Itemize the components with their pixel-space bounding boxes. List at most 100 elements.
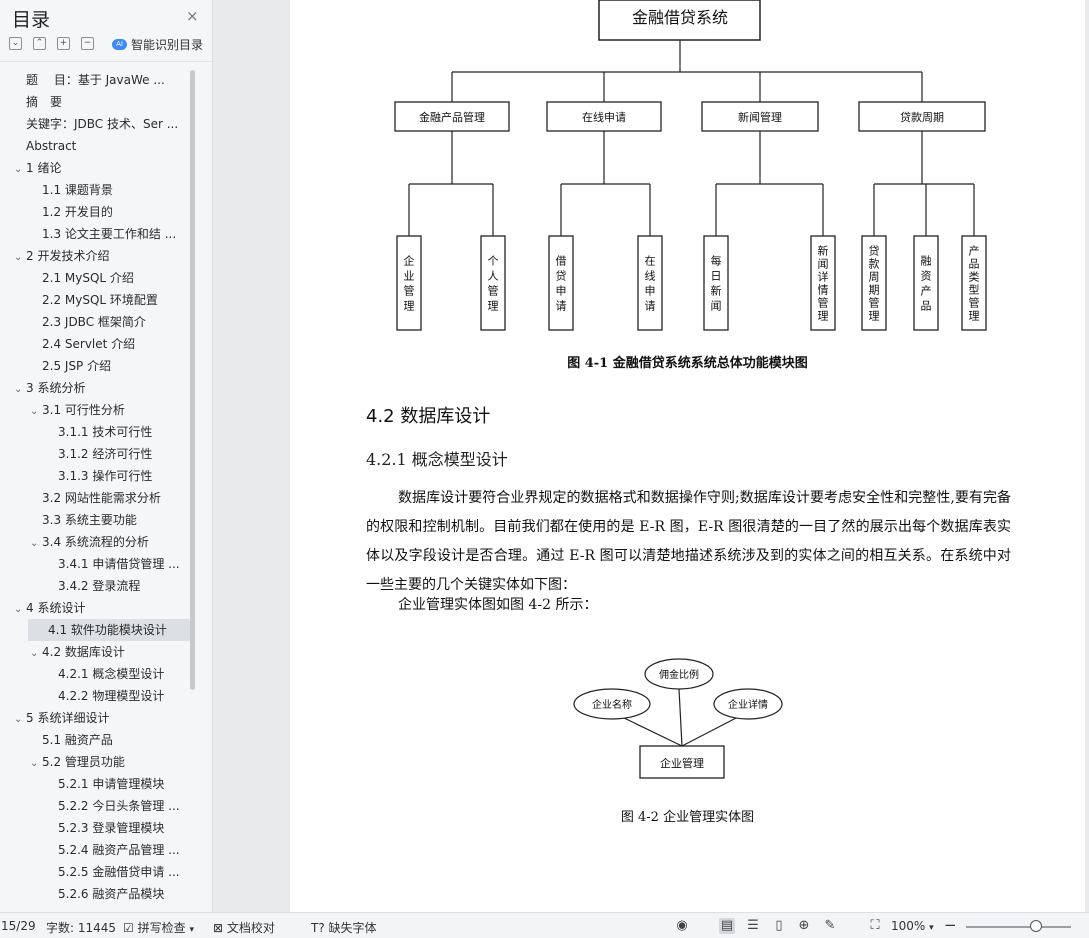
- zoom-slider[interactable]: [966, 926, 1071, 928]
- toc-item[interactable]: ⌄5.2 管理员功能: [0, 751, 190, 773]
- word-count[interactable]: 字数: 11445: [46, 921, 117, 935]
- toc-item-label: 3.4 系统流程的分析: [42, 535, 149, 549]
- toc-item-label: 3.1.1 技术可行性: [58, 425, 153, 439]
- spellcheck-button[interactable]: ☑ 拼写检查 ▾: [123, 919, 194, 936]
- toc-item[interactable]: 5.2.2 今日头条管理 ...: [0, 795, 190, 817]
- pen-icon[interactable]: ✎: [824, 918, 836, 933]
- spellcheck-label: 拼写检查: [137, 921, 186, 935]
- chevron-down-icon[interactable]: ⌄: [30, 758, 39, 769]
- toc-item[interactable]: 3.1.1 技术可行性: [0, 421, 190, 443]
- toc-item[interactable]: ⌄4 系统设计: [0, 597, 190, 619]
- zoom-out-button[interactable]: −: [944, 916, 957, 934]
- document-page[interactable]: 金融借贷系统金融产品管理企业管理个人管理在线申请借贷申请在线申请新闻管理每日新闻…: [290, 0, 1085, 912]
- toc-item[interactable]: 5.1 融资产品: [0, 729, 190, 751]
- collapse-all-icon[interactable]: ⌄: [9, 37, 22, 50]
- toc-item[interactable]: 摘 要: [0, 91, 190, 113]
- toc-item[interactable]: ⌄2 开发技术介绍: [0, 245, 190, 267]
- chevron-down-icon[interactable]: ⌄: [30, 538, 39, 549]
- proofread-button[interactable]: ⊠ 文档校对: [213, 919, 275, 936]
- leaf-node: [703, 235, 729, 331]
- toc-item[interactable]: 2.3 JDBC 框架简介: [0, 311, 190, 333]
- module-node-label: 新闻管理: [738, 110, 782, 124]
- toc-item[interactable]: 题 目：基于 JavaWe ...: [0, 69, 190, 91]
- toc-item[interactable]: 1.2 开发目的: [0, 201, 190, 223]
- toc-item[interactable]: 5.2.1 申请管理模块: [0, 773, 190, 795]
- attribute-label: 佣金比例: [659, 668, 699, 681]
- toc-item[interactable]: 3.3 系统主要功能: [0, 509, 190, 531]
- toc-item[interactable]: 1.3 论文主要工作和结 ...: [0, 223, 190, 245]
- toc-item[interactable]: 4.2.1 概念模型设计: [0, 663, 190, 685]
- chevron-down-icon: ▾: [929, 923, 934, 933]
- toc-item[interactable]: 4.1 软件功能模块设计: [28, 619, 190, 641]
- toc-item[interactable]: ⌄1 绪论: [0, 157, 190, 179]
- leaf-node-label: 新闻详情管理: [818, 244, 829, 323]
- toc-item[interactable]: 5.2.3 登录管理模块: [0, 817, 190, 839]
- toc-item[interactable]: 2.5 JSP 介绍: [0, 355, 190, 377]
- toc-item[interactable]: ⌄3 系统分析: [0, 377, 190, 399]
- toc-item[interactable]: 5.2.5 金融借贷申请 ...: [0, 861, 190, 883]
- toc-item[interactable]: ⌄5 系统详细设计: [0, 707, 190, 729]
- add-heading-icon[interactable]: +: [57, 37, 70, 50]
- toc-item[interactable]: 3.1.3 操作可行性: [0, 465, 190, 487]
- toc-item-label: 2.2 MySQL 环境配置: [42, 293, 158, 307]
- toc-sidebar: 目录 × ⌄ ⌃ + − AI 智能识别目录 题 目：基于 JavaWe ...…: [0, 0, 213, 912]
- toc-scrollbar[interactable]: [190, 70, 195, 690]
- chevron-down-icon[interactable]: ⌄: [14, 384, 23, 395]
- toc-item[interactable]: Abstract: [0, 135, 190, 157]
- toc-item[interactable]: 3.2 网站性能需求分析: [0, 487, 190, 509]
- toc-item-label: 4.2.1 概念模型设计: [58, 667, 165, 681]
- module-node-label: 贷款周期: [900, 110, 944, 124]
- chevron-down-icon[interactable]: ⌄: [14, 164, 23, 175]
- toc-item-label: 2 开发技术介绍: [26, 249, 110, 263]
- toc-item[interactable]: ⌄3.1 可行性分析: [0, 399, 190, 421]
- toc-item[interactable]: 关键字：JDBC 技术、Ser ...: [0, 113, 190, 135]
- missing-font-button[interactable]: T? 缺失字体: [311, 919, 377, 936]
- page-view-icon[interactable]: ▤: [719, 918, 735, 934]
- zoom-slider-handle[interactable]: [1030, 920, 1042, 932]
- leaf-node-label: 借贷申请: [556, 255, 567, 313]
- toc-item-label: 5.2 管理员功能: [42, 755, 125, 769]
- fit-page-icon[interactable]: ⛶: [870, 918, 880, 933]
- chevron-down-icon[interactable]: ⌄: [14, 714, 23, 725]
- toc-item[interactable]: 3.1.2 经济可行性: [0, 443, 190, 465]
- toc-item[interactable]: 5.2.4 融资产品管理 ...: [0, 839, 190, 861]
- close-icon[interactable]: ×: [186, 7, 199, 25]
- toc-item[interactable]: ⌄4.2 数据库设计: [0, 641, 190, 663]
- toc-item[interactable]: 2.2 MySQL 环境配置: [0, 289, 190, 311]
- remove-heading-icon[interactable]: −: [81, 37, 94, 50]
- toc-list: 题 目：基于 JavaWe ...摘 要关键字：JDBC 技术、Ser ...A…: [0, 69, 190, 912]
- chevron-down-icon[interactable]: ⌄: [14, 604, 23, 615]
- module-node: [546, 101, 662, 132]
- toc-item[interactable]: ⌄3.4 系统流程的分析: [0, 531, 190, 553]
- toc-item-label: 3.1 可行性分析: [42, 403, 125, 417]
- toc-item[interactable]: 3.4.2 登录流程: [0, 575, 190, 597]
- toc-item[interactable]: 4.2.2 物理模型设计: [0, 685, 190, 707]
- chevron-down-icon[interactable]: ⌄: [30, 406, 39, 417]
- toc-item[interactable]: 1.1 课题背景: [0, 179, 190, 201]
- toc-item[interactable]: 2.1 MySQL 介绍: [0, 267, 190, 289]
- page-indicator[interactable]: 15/29: [1, 919, 36, 933]
- chevron-down-icon[interactable]: ⌄: [14, 252, 23, 263]
- figure-canvas: 金融借贷系统金融产品管理企业管理个人管理在线申请借贷申请在线申请新闻管理每日新闻…: [394, 0, 987, 779]
- chevron-down-icon[interactable]: ⌄: [30, 648, 39, 659]
- smart-toc-button[interactable]: AI 智能识别目录: [112, 36, 203, 53]
- toc-item[interactable]: 2.4 Servlet 介绍: [0, 333, 190, 355]
- outline-view-icon[interactable]: ☰: [747, 918, 759, 933]
- toc-item[interactable]: 5.2.6 融资产品模块: [0, 883, 190, 905]
- module-node-label: 金融产品管理: [419, 110, 485, 124]
- expand-all-icon[interactable]: ⌃: [33, 37, 46, 50]
- root-node: [598, 0, 761, 41]
- toc-item[interactable]: 3.4.1 申请借贷管理 ...: [0, 553, 190, 575]
- toc-item-label: 3.2 网站性能需求分析: [42, 491, 161, 505]
- toc-item-label: 4.2.2 物理模型设计: [58, 689, 165, 703]
- eye-protection-icon[interactable]: ◉: [676, 918, 688, 933]
- attribute-label: 企业详情: [728, 698, 768, 711]
- toc-item-label: 3.4.2 登录流程: [58, 579, 141, 593]
- read-mode-icon[interactable]: ▯: [775, 918, 783, 933]
- ai-icon: AI: [112, 39, 127, 50]
- leaf-node: [548, 235, 574, 331]
- smart-toc-label: 智能识别目录: [131, 38, 204, 52]
- zoom-level[interactable]: 100% ▾: [891, 919, 934, 933]
- module-node: [858, 101, 986, 132]
- web-view-icon[interactable]: ⊕: [798, 918, 810, 933]
